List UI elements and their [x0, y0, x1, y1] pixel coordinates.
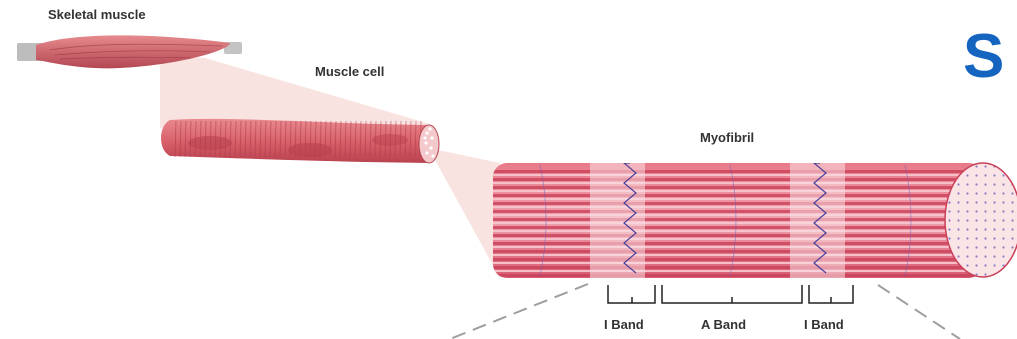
dashed-zoom-line-left [450, 284, 588, 339]
myofibril-illustration [493, 163, 1017, 280]
myofibril-cross-section [945, 163, 1017, 277]
i-band-right-bracket [809, 285, 853, 303]
a-band-label: A Band [701, 317, 746, 332]
title-fragment: S [963, 26, 1004, 88]
muscle-cell-illustration [161, 119, 439, 163]
zoom-cone-myofibril [424, 140, 500, 278]
i-band-left-bracket [608, 285, 655, 303]
i-band-left-label: I Band [604, 317, 644, 332]
a-band-bracket [662, 285, 802, 303]
band-brackets [608, 285, 853, 303]
dashed-zoom-line-right [878, 285, 960, 339]
skeletal-muscle-label: Skeletal muscle [48, 7, 146, 22]
myofibril-label: Myofibril [700, 130, 754, 145]
i-band-right-label: I Band [804, 317, 844, 332]
muscle-cell-label: Muscle cell [315, 64, 384, 79]
